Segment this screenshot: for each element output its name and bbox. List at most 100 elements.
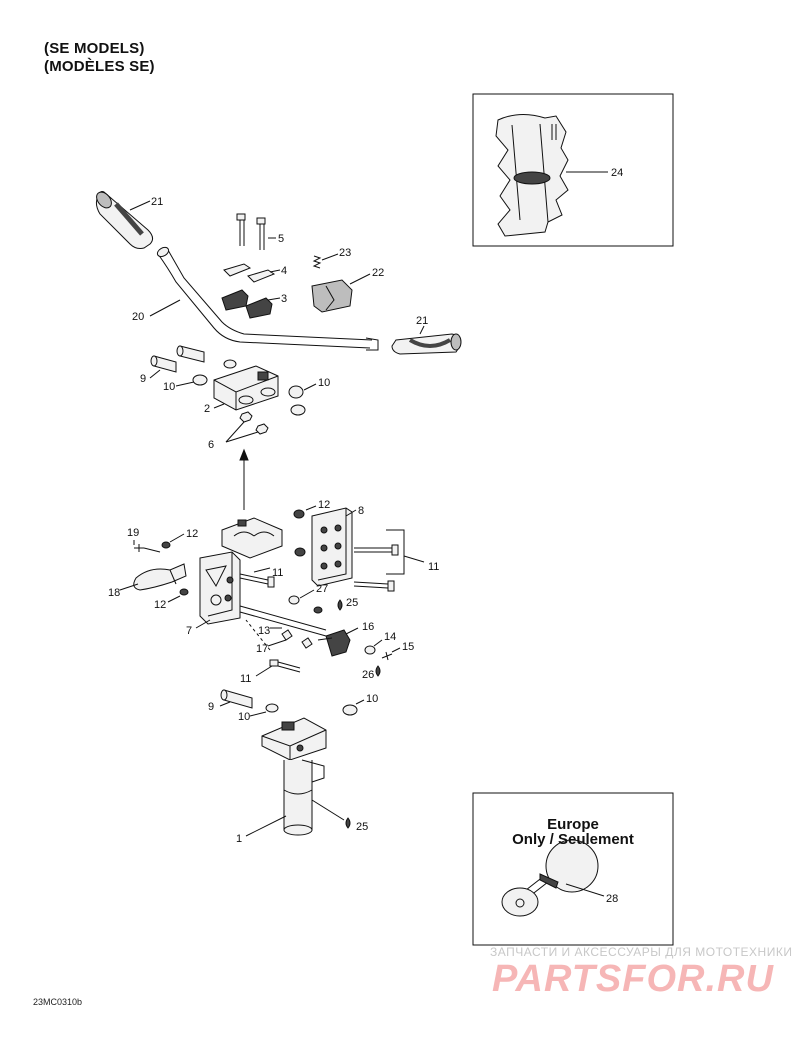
leader-6a — [225, 421, 245, 443]
drop-25a — [337, 599, 343, 611]
callout-20: 20 — [132, 311, 144, 323]
bolts-part-5 — [236, 213, 266, 250]
screw-part-15 — [381, 651, 393, 661]
callout-1: 1 — [236, 833, 242, 845]
callout-24: 24 — [611, 167, 623, 179]
callout-12-left: 12 — [186, 528, 198, 540]
callout-18: 18 — [108, 587, 120, 599]
steering-column-part-1 — [261, 717, 327, 836]
callout-11-lower: 11 — [240, 673, 251, 685]
bolt-lower-part-11 — [269, 659, 301, 673]
callout-labels: 24 21 5 23 4 22 3 20 21 9 10 10 2 6 12 8… — [108, 167, 623, 905]
bracket-left-part-7 — [199, 551, 241, 625]
bolt-middle-part-11 — [239, 573, 275, 588]
bushing-10c — [265, 703, 279, 713]
callout-21-right: 21 — [416, 315, 428, 327]
leader-11a — [253, 567, 271, 573]
leader-17 — [267, 639, 287, 647]
callout-16: 16 — [362, 621, 374, 633]
leader-10c — [249, 711, 267, 717]
figure-code: 23MC0310b — [33, 997, 83, 1007]
callout-12-lower: 12 — [154, 599, 166, 611]
leader-10a — [175, 381, 195, 387]
europe-inset-frame — [472, 792, 674, 946]
lower-clamp-part-2 — [213, 365, 279, 411]
spacers-upper-part-9 — [150, 345, 205, 373]
leader-12b — [169, 533, 185, 543]
callout-21: 21 — [151, 196, 163, 208]
watermark-brand: PARTSFOR.RU — [492, 958, 774, 1000]
cover-part-22 — [311, 279, 353, 313]
leader-14 — [373, 639, 383, 647]
callout-9: 9 — [140, 373, 146, 385]
leader-27 — [299, 589, 315, 599]
europe-title: Europe — [547, 816, 599, 833]
header-modeles-se: (MODÈLES SE) — [44, 58, 155, 75]
leader-6b — [225, 431, 259, 443]
switch-part-16 — [317, 629, 351, 657]
leader-3 — [267, 297, 281, 301]
bracket-right-part-8 — [311, 507, 353, 587]
bolts-right-part-11 — [353, 544, 399, 592]
bushings-upper-part-10 — [192, 359, 306, 416]
callout-8: 8 — [358, 505, 364, 517]
leader-23 — [321, 253, 339, 261]
bolt-group-bracket — [386, 529, 405, 575]
callout-2: 2 — [204, 403, 210, 415]
europe-subtitle: Only / Seulement — [512, 831, 634, 848]
leader-10b — [303, 383, 317, 391]
leader-28 — [565, 883, 605, 897]
washer-27 — [288, 595, 300, 605]
pad-inset-frame — [472, 93, 674, 247]
leader-25b-guide — [311, 799, 345, 821]
callout-10: 10 — [163, 381, 175, 393]
assembly-arrow-head — [239, 448, 249, 461]
washers-12 — [293, 509, 306, 557]
callout-7: 7 — [186, 625, 192, 637]
washer-14 — [364, 645, 376, 655]
drop-25b — [345, 817, 351, 829]
callout-12: 12 — [318, 499, 330, 511]
leader-1 — [245, 815, 287, 837]
grip-right-part-21 — [391, 333, 462, 355]
drop-26 — [375, 665, 381, 677]
mirror-part-28 — [501, 839, 599, 917]
clips-part-17 — [281, 629, 313, 649]
washer-12b — [161, 541, 171, 549]
washer-12d — [313, 606, 323, 614]
leader-15 — [391, 647, 401, 653]
callout-25-lower: 25 — [356, 821, 368, 833]
lever-part-18 — [133, 563, 187, 591]
callout-9-lower: 9 — [208, 701, 214, 713]
clamps-part-3 — [221, 289, 273, 319]
clamp-block — [221, 517, 283, 559]
callout-14: 14 — [384, 631, 396, 643]
callout-13: 13 — [258, 625, 270, 637]
bushing-10d — [342, 704, 358, 716]
watermark-tagline: ЗАПЧАСТИ И АКСЕССУАРЫ ДЛЯ МОТОТЕХНИКИ — [490, 945, 793, 959]
spacer-lower-part-9 — [220, 689, 253, 709]
callout-5: 5 — [278, 233, 284, 245]
screw-part-19 — [134, 544, 161, 553]
callout-26: 26 — [362, 669, 374, 681]
callout-10-right: 10 — [318, 377, 330, 389]
callout-3: 3 — [281, 293, 287, 305]
leader-10d — [355, 699, 365, 705]
leader-21b — [419, 325, 425, 335]
callout-6: 6 — [208, 439, 214, 451]
handlebar-part-20 — [156, 246, 379, 351]
header-se-models: (SE MODELS) — [44, 40, 145, 57]
leader-11c — [255, 665, 273, 677]
leader-7 — [195, 619, 211, 629]
shaft-part-13 — [239, 605, 327, 637]
callout-10-lower-left: 10 — [238, 711, 250, 723]
leader-9a — [149, 369, 161, 379]
leader-4 — [269, 269, 281, 273]
spring-part-23 — [312, 255, 322, 269]
leader-2 — [213, 403, 225, 409]
cap-part-4 — [223, 263, 276, 283]
callout-17: 17 — [256, 643, 268, 655]
grip-left-part-21 — [95, 191, 154, 249]
callout-22: 22 — [372, 267, 384, 279]
